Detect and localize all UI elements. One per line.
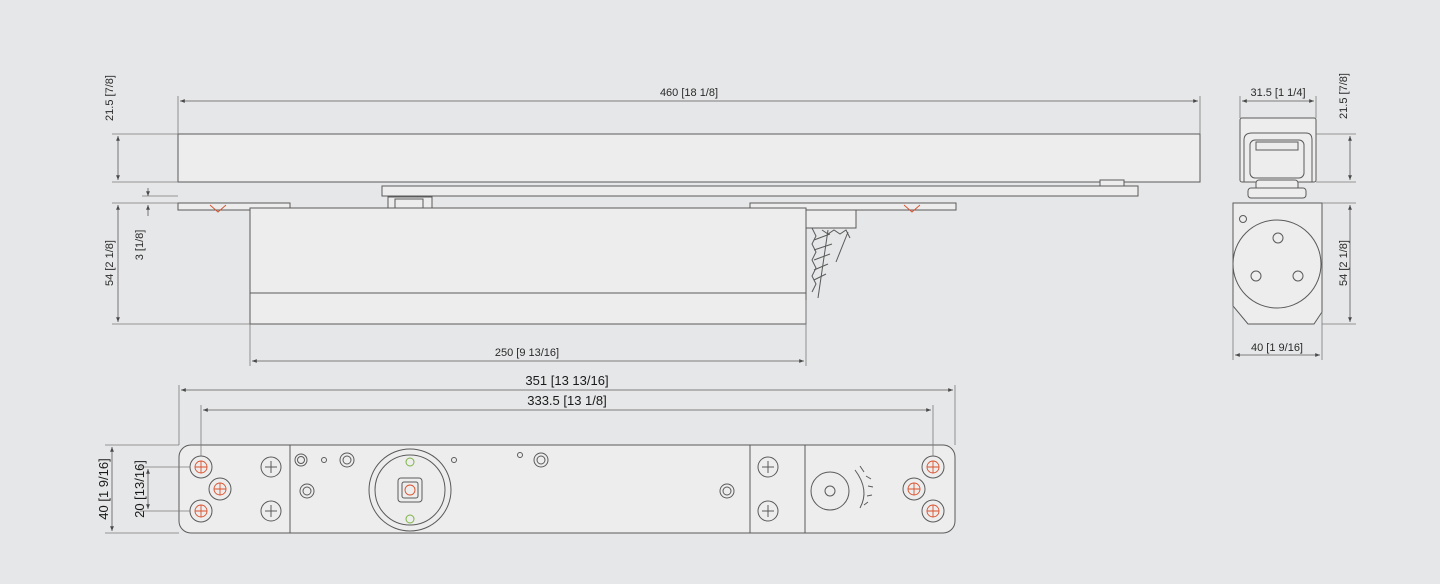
mounting-plate-side <box>177 202 291 211</box>
label-body-height: 54 [2 1/8] <box>104 240 116 286</box>
label-plate-thickness: 3 [1/8] <box>134 230 146 261</box>
rail-plate <box>381 185 1139 197</box>
rail-end-cap <box>1099 179 1125 187</box>
label-side-height-top: 21.5 [7/8] <box>1338 73 1350 119</box>
spindle-top <box>368 448 452 532</box>
front-view: 460 [18 1/8] 21.5 [7/8] 54 [2 1/8] 3 [1/… <box>104 75 1201 366</box>
dim-top-height: 21.5 [7/8] <box>104 75 178 183</box>
plan-view: 351 [13 13/16] 333.5 [13 1/8] 40 [1 9/16… <box>96 373 956 534</box>
dim-hole-spacing: 333.5 [13 1/8] <box>200 393 934 456</box>
label-top-length: 460 [18 1/8] <box>660 87 718 99</box>
dim-side-height-body: 54 [2 1/8] <box>1322 202 1356 325</box>
label-side-width-top: 31.5 [1 1/4] <box>1250 87 1305 99</box>
label-top-height: 21.5 [7/8] <box>104 75 116 121</box>
label-plate-length: 351 [13 13/16] <box>525 373 608 388</box>
side-view: 31.5 [1 1/4] 21.5 [7/8] 54 [2 1/8] 40 [1… <box>1232 73 1356 360</box>
mounting-holes-right <box>902 455 945 523</box>
label-hole-offset: 20 [13/16] <box>132 460 147 518</box>
dim-top-length: 460 [18 1/8] <box>177 87 1201 134</box>
label-side-width-body: 40 [1 9/16] <box>1251 342 1303 354</box>
label-side-height-body: 54 [2 1/8] <box>1338 240 1350 286</box>
dim-plate-length: 351 [13 13/16] <box>178 373 956 445</box>
label-hole-spacing: 333.5 [13 1/8] <box>527 393 607 408</box>
phillips-screws-left <box>260 456 282 522</box>
spindle-housing <box>805 209 857 229</box>
adjustment-valve-icon <box>810 465 874 511</box>
dim-side-width-top: 31.5 [1 1/4] <box>1239 87 1317 118</box>
closer-body <box>249 207 807 325</box>
label-plate-width: 40 [1 9/16] <box>96 458 111 519</box>
dim-plate-width: 40 [1 9/16] <box>96 444 179 534</box>
dim-side-width-body: 40 [1 9/16] <box>1232 306 1323 360</box>
dim-body-length: 250 [9 13/16] <box>249 300 807 366</box>
dim-hole-offset: 20 [13/16] <box>132 460 190 518</box>
dim-body-height: 54 [2 1/8] <box>104 202 250 325</box>
pinion-gear <box>811 227 851 299</box>
slide-rail <box>177 133 1201 183</box>
dim-side-height-top: 21.5 [7/8] <box>1316 73 1356 183</box>
phillips-screws-right <box>757 456 779 522</box>
dim-plate-thickness: 3 [1/8] <box>134 188 178 260</box>
plan-plate <box>178 444 956 534</box>
label-body-length: 250 [9 13/16] <box>495 347 559 359</box>
